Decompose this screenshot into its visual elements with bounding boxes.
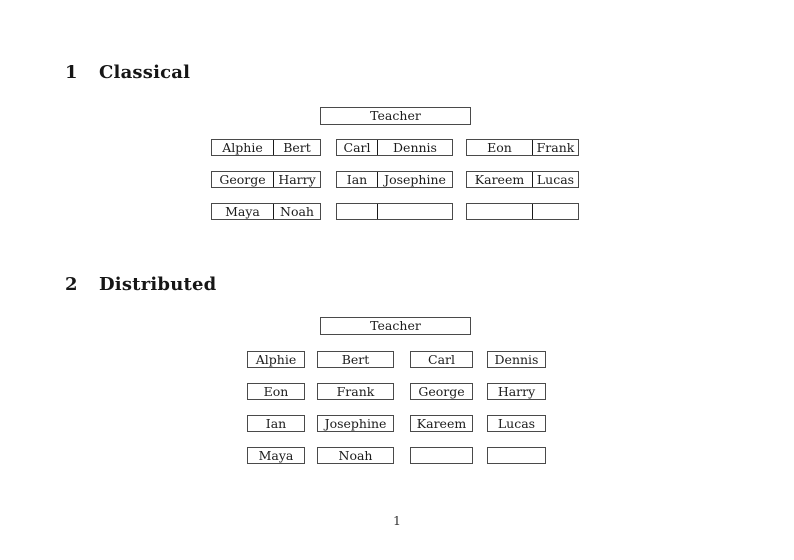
seat-box: Dennis	[487, 351, 546, 368]
seat-box: Eon	[247, 383, 305, 400]
seat-box: Harry	[487, 383, 546, 400]
seat-box	[410, 447, 473, 464]
seat-box: Kareem	[410, 415, 473, 432]
section-number: 1	[65, 62, 78, 83]
page-number: 1	[393, 513, 401, 528]
section-heading-classical: 1 Classical	[65, 62, 190, 83]
desk: Maya Noah	[211, 203, 321, 220]
teacher-box: Teacher	[320, 107, 471, 125]
seat: Ian	[337, 172, 378, 187]
seat-box: Ian	[247, 415, 305, 432]
seat: Kareem	[467, 172, 533, 187]
desk: Eon Frank	[466, 139, 579, 156]
section-title: Distributed	[99, 274, 217, 295]
seat-box: George	[410, 383, 473, 400]
seat-box	[487, 447, 546, 464]
seat: Alphie	[212, 140, 274, 155]
seat: Bert	[283, 140, 311, 155]
seat: Harry	[278, 172, 316, 187]
seat-box: Bert	[317, 351, 394, 368]
seat	[337, 204, 378, 219]
seat-box: Maya	[247, 447, 305, 464]
seat: Maya	[212, 204, 274, 219]
seat: Frank	[536, 140, 575, 155]
section-heading-distributed: 2 Distributed	[65, 274, 216, 295]
seat: Carl	[337, 140, 378, 155]
seat: Lucas	[536, 172, 575, 187]
seat-box: Noah	[317, 447, 394, 464]
seat: Noah	[280, 204, 314, 219]
seat	[533, 204, 578, 219]
seat-box: Lucas	[487, 415, 546, 432]
desk: George Harry	[211, 171, 321, 188]
desk	[336, 203, 453, 220]
seat: Eon	[467, 140, 533, 155]
desk: Kareem Lucas	[466, 171, 579, 188]
seat	[378, 204, 452, 219]
seat-box: Carl	[410, 351, 473, 368]
desk	[466, 203, 579, 220]
desk: Ian Josephine	[336, 171, 453, 188]
desk: Carl Dennis	[336, 139, 453, 156]
seat	[467, 204, 533, 219]
seat-box: Frank	[317, 383, 394, 400]
teacher-box: Teacher	[320, 317, 471, 335]
seat: George	[212, 172, 274, 187]
seat-box: Josephine	[317, 415, 394, 432]
section-title: Classical	[99, 62, 191, 83]
seat: Josephine	[384, 172, 446, 187]
section-number: 2	[65, 274, 78, 295]
seat-box: Alphie	[247, 351, 305, 368]
seat: Dennis	[393, 140, 437, 155]
desk: Alphie Bert	[211, 139, 321, 156]
